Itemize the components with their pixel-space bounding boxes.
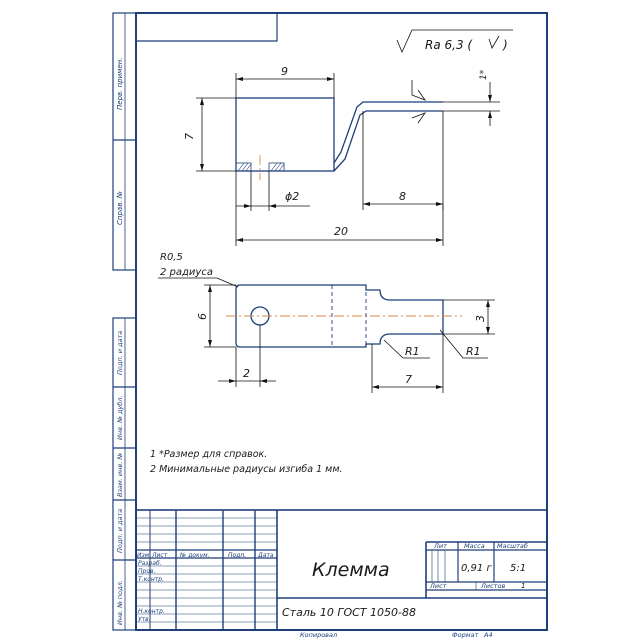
tb-sheet-label: Лист (429, 582, 447, 590)
tb-utv: Утв. (138, 616, 151, 623)
side-view-body (235, 97, 335, 172)
dim-tab-length: 8 (399, 190, 406, 203)
roughness-label: Ra 6,3 ( (425, 38, 473, 52)
side-strip: Перв. примен. Справ. № Подп. и дата Инв.… (112, 12, 137, 631)
roughness-check-icon (488, 35, 500, 49)
strip-podp-data-2: Подп. и дата (116, 509, 124, 553)
title-block: Изм Лист № докум. Подп. Дата Разраб. Про… (135, 509, 548, 631)
tb-n-kontr: Н.контр. (138, 608, 165, 615)
tb-col-massa: Масса (464, 542, 485, 550)
strip-inv-podl: Инв. № подл. (116, 580, 124, 625)
tb-part-name: Клемма (312, 559, 390, 581)
tb-mass-value: 0,91 г (461, 563, 492, 574)
tb-razrab: Разраб. (138, 560, 162, 567)
strip-perv-primen: Перв. примен. (116, 57, 124, 110)
dim-radius-1: R1 (405, 345, 420, 358)
dim-tab-width: 3 (474, 315, 487, 322)
tb-izm: Изм (137, 552, 150, 559)
dim-height: 7 (183, 133, 196, 140)
tb-t-kontr: Т.контр. (138, 576, 164, 583)
dim-overall-length: 20 (334, 225, 348, 238)
plan-view-outline (235, 284, 444, 348)
dim-corner-note: 2 радиуса (160, 267, 213, 278)
tb-list: Лист (151, 552, 168, 559)
side-view-bend (333, 101, 443, 164)
tb-prov: Пров. (138, 568, 156, 575)
strip-podp-data-1: Подп. и дата (116, 331, 124, 375)
strip-inv-dubl: Инв. № дубл. (116, 396, 124, 440)
dim-corner-radius: R0,5 (160, 252, 183, 263)
tb-col-masshtab: Масштаб (497, 542, 528, 550)
footer-format: Формат (452, 631, 479, 639)
tb-sheets-label: Листов (480, 582, 505, 590)
roughness-close: ) (502, 38, 508, 52)
hatching (235, 162, 285, 172)
dim-tab-length-plan: 7 (405, 373, 412, 386)
tb-sheets-value: 1 (521, 582, 525, 590)
strip-sprav: Справ. № (116, 191, 124, 225)
tb-material: Сталь 10 ГОСТ 1050-88 (282, 606, 416, 619)
strip-vzam-inv: Взам. инв. № (116, 453, 124, 497)
tb-col-lit: Лит (433, 542, 447, 550)
dim-hole-offset: 2 (243, 367, 250, 380)
note-1: 1 *Размер для справок. (150, 449, 267, 460)
footer-copied: Копировал (300, 631, 337, 639)
tb-n-dokum: № докум. (179, 552, 210, 559)
dim-top-width: 9 (281, 65, 288, 78)
top-stamp-box (136, 13, 278, 42)
plan-view: R0,5 2 радиуса 6 2 3 R1 R1 (158, 252, 495, 393)
dim-thickness: 1* (479, 69, 489, 80)
dim-hole-dia: ϕ2 (285, 190, 299, 203)
roughness-symbol: Ra 6,3 ( ) (396, 29, 513, 54)
tb-podp: Подп. (228, 552, 246, 559)
dim-plan-width: 6 (196, 313, 209, 320)
technical-notes: 1 *Размер для справок. 2 Минимальные рад… (150, 449, 343, 475)
tb-data: Дата (257, 552, 274, 559)
side-view: 9 7 1* ϕ2 8 (183, 65, 500, 246)
footer-format-value: А4 (483, 631, 493, 639)
tb-scale-value: 5:1 (510, 563, 526, 574)
dim-radius-2: R1 (466, 345, 481, 358)
note-2: 2 Минимальные радиусы изгиба 1 мм. (150, 464, 343, 475)
